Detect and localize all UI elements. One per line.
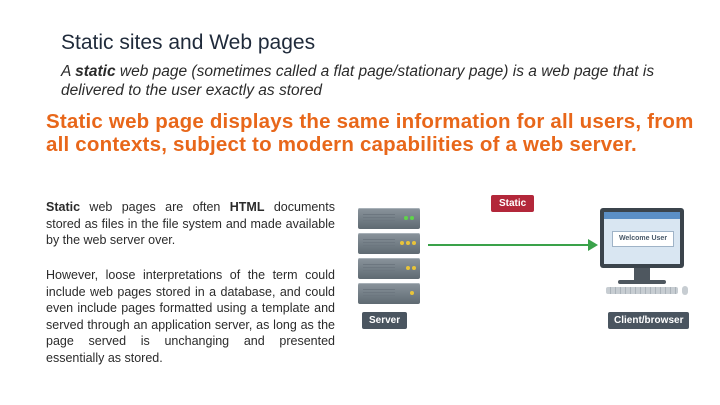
keyboard-icon [606, 287, 678, 294]
monitor-icon: Welcome User [600, 208, 684, 268]
server-unit-icon [358, 258, 420, 279]
client-browser-label: Client/browser [608, 312, 690, 329]
slide-title: Static sites and Web pages [61, 31, 316, 54]
server-label: Server [362, 312, 408, 329]
monitor-stand [634, 268, 650, 280]
static-web-diagram: Server Static Welcome User Client/browse… [350, 190, 710, 335]
subtitle-bold: static [75, 63, 116, 80]
server-unit-icon [358, 283, 420, 304]
server-unit-icon [358, 208, 420, 229]
paragraph-2: However, loose interpretations of the te… [46, 268, 335, 365]
browser-screen: Welcome User [604, 212, 680, 264]
para1-end: documents stored as files in the file sy… [46, 200, 335, 247]
static-badge: Static [491, 195, 535, 212]
arrow-line [428, 244, 590, 246]
arrow-right-icon [588, 239, 598, 251]
para1-bold-html: HTML [229, 200, 265, 214]
headline: Static web page displays the same inform… [46, 110, 694, 156]
paragraph-1: Static web pages are often HTML document… [46, 199, 335, 249]
slide-subtitle: A static web page (sometimes called a fl… [61, 62, 681, 100]
para1-mid: web pages are often [80, 200, 230, 214]
server-unit-icon [358, 233, 420, 254]
subtitle-pre: A [61, 63, 76, 80]
screen-welcome-text: Welcome User [612, 231, 674, 247]
subtitle-post: web page (sometimes called a flat page/s… [61, 63, 655, 99]
para1-bold-static: Static [46, 200, 81, 214]
server-rack-icon [358, 208, 420, 304]
monitor-base [618, 280, 666, 284]
mouse-icon [682, 286, 688, 295]
